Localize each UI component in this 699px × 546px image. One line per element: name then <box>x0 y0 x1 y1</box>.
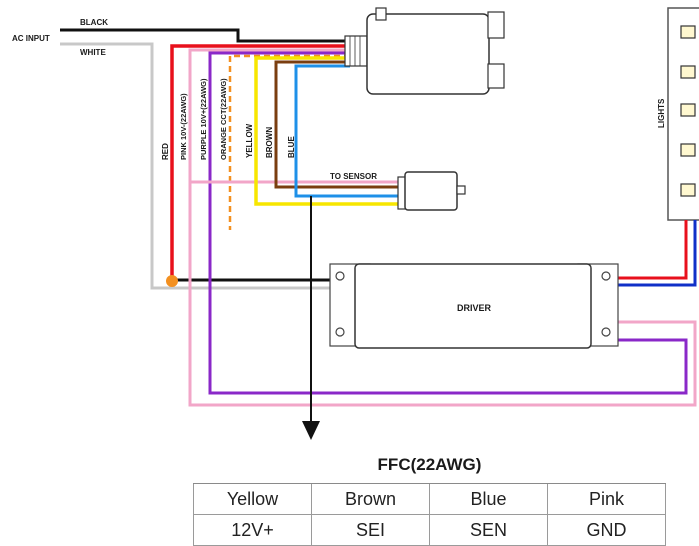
ffc-table: FFC(22AWG) Yellow Brown Blue Pink 12V+ S… <box>193 447 666 546</box>
brown-wire <box>274 60 403 189</box>
table-value-cell: SEN <box>429 514 548 546</box>
driver-box <box>329 263 619 349</box>
table-value-row: 12V+ SEI SEN GND <box>193 514 666 546</box>
table-value-cell: 12V+ <box>193 514 312 546</box>
light-strip <box>667 7 699 221</box>
red-label: RED <box>161 143 170 160</box>
table-header-cell: Blue <box>429 483 548 515</box>
yellow-wire <box>254 56 403 206</box>
lights-label: LIGHTS <box>657 98 666 128</box>
red-wire <box>170 44 350 280</box>
black-label: BLACK <box>80 18 108 27</box>
purple-label: PURPLE 10V+(22AWG) <box>199 78 208 160</box>
white-label: WHITE <box>80 48 106 57</box>
junction-dot <box>166 275 178 287</box>
blue-wire <box>294 64 403 198</box>
yellow-label: YELLOW <box>245 123 254 158</box>
ac-input-label: AC INPUT <box>12 34 50 43</box>
orange-label: ORANGE CCT(22AWG) <box>219 78 228 160</box>
table-value-cell: SEI <box>311 514 430 546</box>
table-title: FFC(22AWG) <box>193 447 666 484</box>
brown-label: BROWN <box>265 127 274 158</box>
white-ac-wire <box>60 42 355 290</box>
table-header-row: Yellow Brown Blue Pink <box>193 483 666 515</box>
purple-wire <box>208 51 688 395</box>
table-header-cell: Brown <box>311 483 430 515</box>
sensor-module <box>344 7 505 95</box>
pink-wire <box>188 48 697 407</box>
pink-label: PINK 10V-(22AWG) <box>179 93 188 160</box>
driver-label: DRIVER <box>457 303 492 313</box>
table-value-cell: GND <box>547 514 666 546</box>
sensor-connector <box>397 171 466 211</box>
orange-wire <box>228 54 350 230</box>
pointer-arrowhead <box>302 421 320 440</box>
driver-red-output <box>590 220 688 280</box>
table-header-cell: Pink <box>547 483 666 515</box>
black-ac-wire <box>60 28 350 43</box>
blue-label: BLUE <box>287 136 296 158</box>
to-sensor-label: TO SENSOR <box>330 172 377 181</box>
driver-blue-output <box>590 220 697 287</box>
table-header-cell: Yellow <box>193 483 312 515</box>
